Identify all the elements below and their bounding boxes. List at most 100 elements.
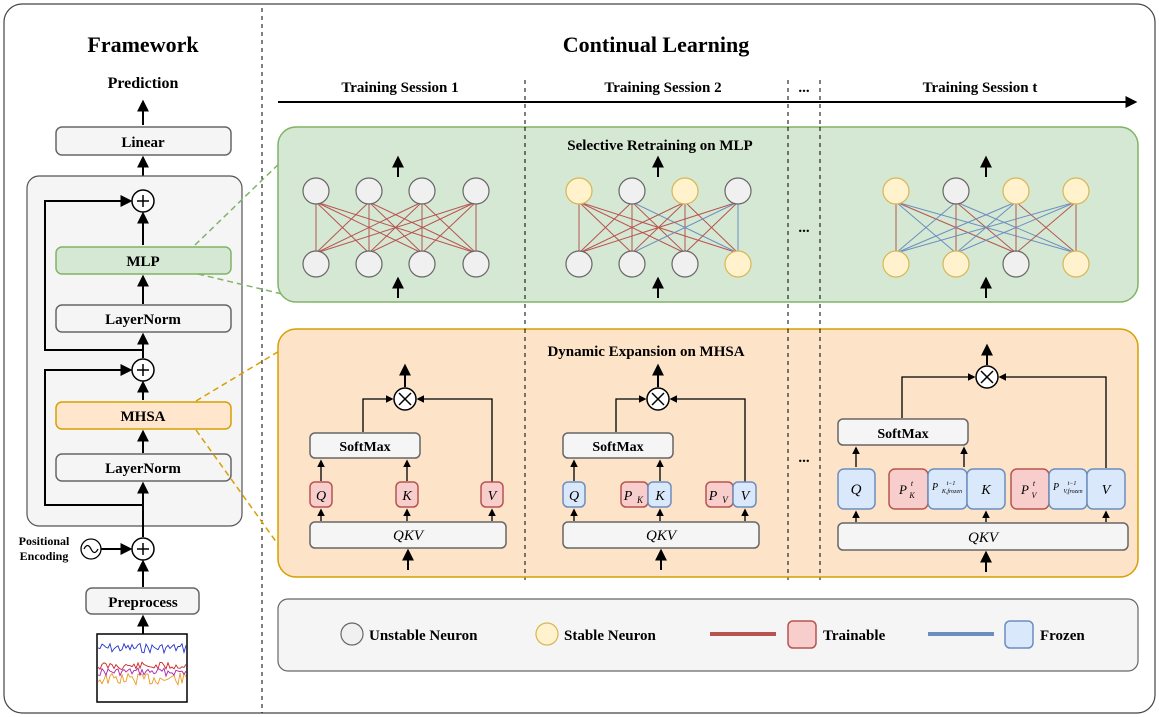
mlp-connection: [315, 201, 477, 254]
svg-text:K: K: [908, 491, 915, 500]
positional-label-2: Encoding: [20, 549, 69, 563]
time-series-line: [97, 667, 187, 678]
mlp-network-1: [302, 155, 490, 298]
qkv-box-1: [309, 521, 507, 549]
legend-stable-label: Stable Neuron: [564, 628, 656, 644]
svg-text:K: K: [654, 489, 665, 504]
attention-session-2: SoftMax Q P K K P V V QKV: [562, 363, 760, 570]
stable-neuron: [942, 250, 970, 278]
unstable-neuron: [462, 177, 490, 205]
svg-text:P: P: [1020, 482, 1029, 497]
svg-text:K: K: [980, 483, 991, 498]
stable-neuron: [1002, 177, 1030, 205]
session-2-label: Training Session 2: [604, 80, 721, 96]
unstable-neuron: [302, 177, 330, 205]
time-series-lines: [97, 642, 187, 687]
positional-label-1: Positional: [19, 534, 70, 548]
legend-stable-neuron-icon: [535, 622, 559, 646]
svg-text:P: P: [1052, 482, 1059, 493]
softmax-box-1: [309, 432, 421, 459]
unstable-neuron: [618, 177, 646, 205]
layernorm-bottom-box: [55, 453, 232, 482]
prediction-label: Prediction: [108, 75, 179, 92]
layernorm-bottom-label: LayerNorm: [105, 461, 181, 477]
svg-text:Q: Q: [569, 489, 579, 504]
stable-neuron: [671, 177, 699, 205]
time-series-line: [97, 661, 187, 671]
time-series-line: [97, 642, 187, 655]
mlp-panel: [277, 126, 1139, 303]
mlp-connection: [578, 201, 739, 254]
softmax-label-2: SoftMax: [592, 440, 643, 455]
svg-text:t: t: [1033, 479, 1036, 488]
svg-text:t−1: t−1: [1068, 481, 1077, 487]
pk-t-box: [888, 468, 929, 510]
mhsa-panel-title: Dynamic Expansion on MHSA: [547, 344, 744, 360]
mlp-connection: [421, 201, 477, 254]
legend-frozen-label: Frozen: [1040, 628, 1085, 644]
svg-text:Q: Q: [316, 489, 326, 504]
svg-text:V,frozen: V,frozen: [1063, 488, 1082, 495]
framework-title: Framework: [87, 32, 199, 57]
mlp-connection: [1015, 201, 1077, 254]
unstable-neuron: [565, 250, 593, 278]
continual-title: Continual Learning: [563, 32, 749, 57]
unstable-neuron: [724, 177, 752, 205]
mlp-network-3: [882, 155, 1090, 298]
attention-session-t: SoftMax Q P t K P t−1 K,frozen K P t V P…: [837, 343, 1129, 572]
svg-text:K: K: [401, 489, 412, 504]
svg-text:P: P: [623, 489, 633, 504]
k-box-1: [395, 481, 419, 508]
svg-text:P: P: [898, 482, 907, 497]
mlp-connection: [631, 201, 739, 254]
mlp-panel-title: Selective Retraining on MLP: [567, 138, 752, 154]
mlp-connection: [684, 201, 739, 254]
unstable-neuron: [1002, 250, 1030, 278]
unstable-neuron: [618, 250, 646, 278]
mlp-connection: [955, 201, 1077, 254]
linear-label: Linear: [121, 135, 165, 151]
stable-neuron: [882, 250, 910, 278]
time-series-input-image: [96, 633, 188, 703]
mlp-connection: [578, 201, 686, 254]
mlp-connection: [368, 201, 477, 254]
session-1-label: Training Session 1: [341, 80, 458, 96]
layernorm-top-box: [55, 304, 232, 333]
svg-text:QKV: QKV: [968, 530, 1000, 546]
qkv-box-2: [562, 521, 760, 549]
time-series-line: [97, 672, 187, 687]
legend-unstable-neuron-icon: [340, 622, 364, 646]
mhsa-label: MHSA: [121, 409, 166, 425]
stable-neuron: [724, 250, 752, 278]
mlp-networks: [302, 155, 1090, 298]
unstable-neuron: [408, 177, 436, 205]
mhsa-ellipsis: ...: [798, 450, 810, 466]
svg-text:K,frozen: K,frozen: [941, 488, 962, 495]
legend-trainable-box: [787, 620, 817, 649]
attention-session-1: SoftMax Q K V QKV: [309, 363, 507, 570]
svg-text:V: V: [488, 489, 498, 504]
unstable-neuron: [462, 250, 490, 278]
svg-text:Q: Q: [851, 482, 862, 498]
unstable-neuron: [942, 177, 970, 205]
stable-neuron: [1062, 250, 1090, 278]
mlp-connection: [578, 201, 633, 254]
legend-frozen-box: [1004, 620, 1034, 649]
q-box-1: [309, 481, 333, 508]
k-box-t: [966, 468, 1006, 510]
legend-trainable-label: Trainable: [823, 628, 886, 644]
mlp-ellipsis: ...: [798, 220, 810, 236]
stable-neuron: [1062, 177, 1090, 205]
unstable-neuron: [355, 177, 383, 205]
svg-text:V: V: [722, 495, 729, 505]
softmax-box-t: [837, 418, 969, 446]
svg-text:QKV: QKV: [646, 528, 678, 544]
residual-skip-bottom: [44, 364, 143, 506]
unstable-neuron: [408, 250, 436, 278]
svg-text:V: V: [741, 489, 751, 504]
linear-box: [55, 126, 232, 156]
softmax-label-t: SoftMax: [877, 427, 928, 442]
unstable-neuron: [302, 250, 330, 278]
